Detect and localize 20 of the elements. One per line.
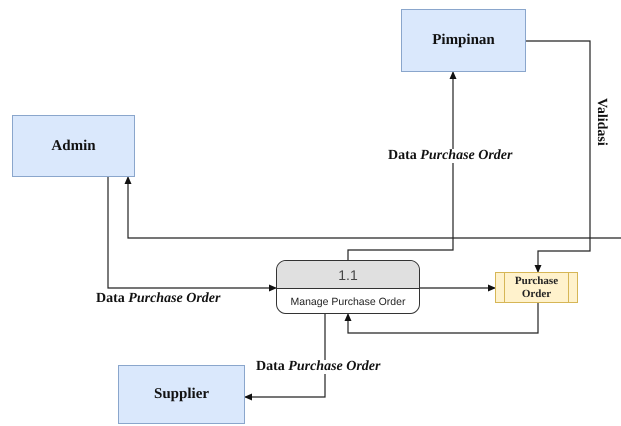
edge-label: Data Purchase Order — [388, 149, 512, 163]
process-name: Manage Purchase Order — [290, 295, 406, 310]
node-label: Pimpinan — [432, 32, 495, 49]
process-box — [276, 260, 420, 314]
arrow — [347, 71, 456, 260]
arrow — [244, 314, 326, 400]
arrow — [124, 176, 621, 239]
node-label: Purchase Order — [514, 274, 560, 300]
edge-label: Data Purchase Order — [256, 360, 380, 374]
node-label: Admin — [51, 138, 96, 154]
node-label: Supplier — [154, 386, 210, 403]
arrow — [344, 303, 539, 334]
arrow — [107, 177, 277, 292]
arrow — [526, 40, 591, 273]
process-number: 1.1 — [277, 261, 419, 289]
external-entity-box — [12, 115, 135, 177]
data-store-box — [495, 272, 578, 303]
arrow — [420, 284, 496, 292]
external-entity-box — [401, 9, 526, 72]
external-entity-box — [118, 365, 245, 424]
